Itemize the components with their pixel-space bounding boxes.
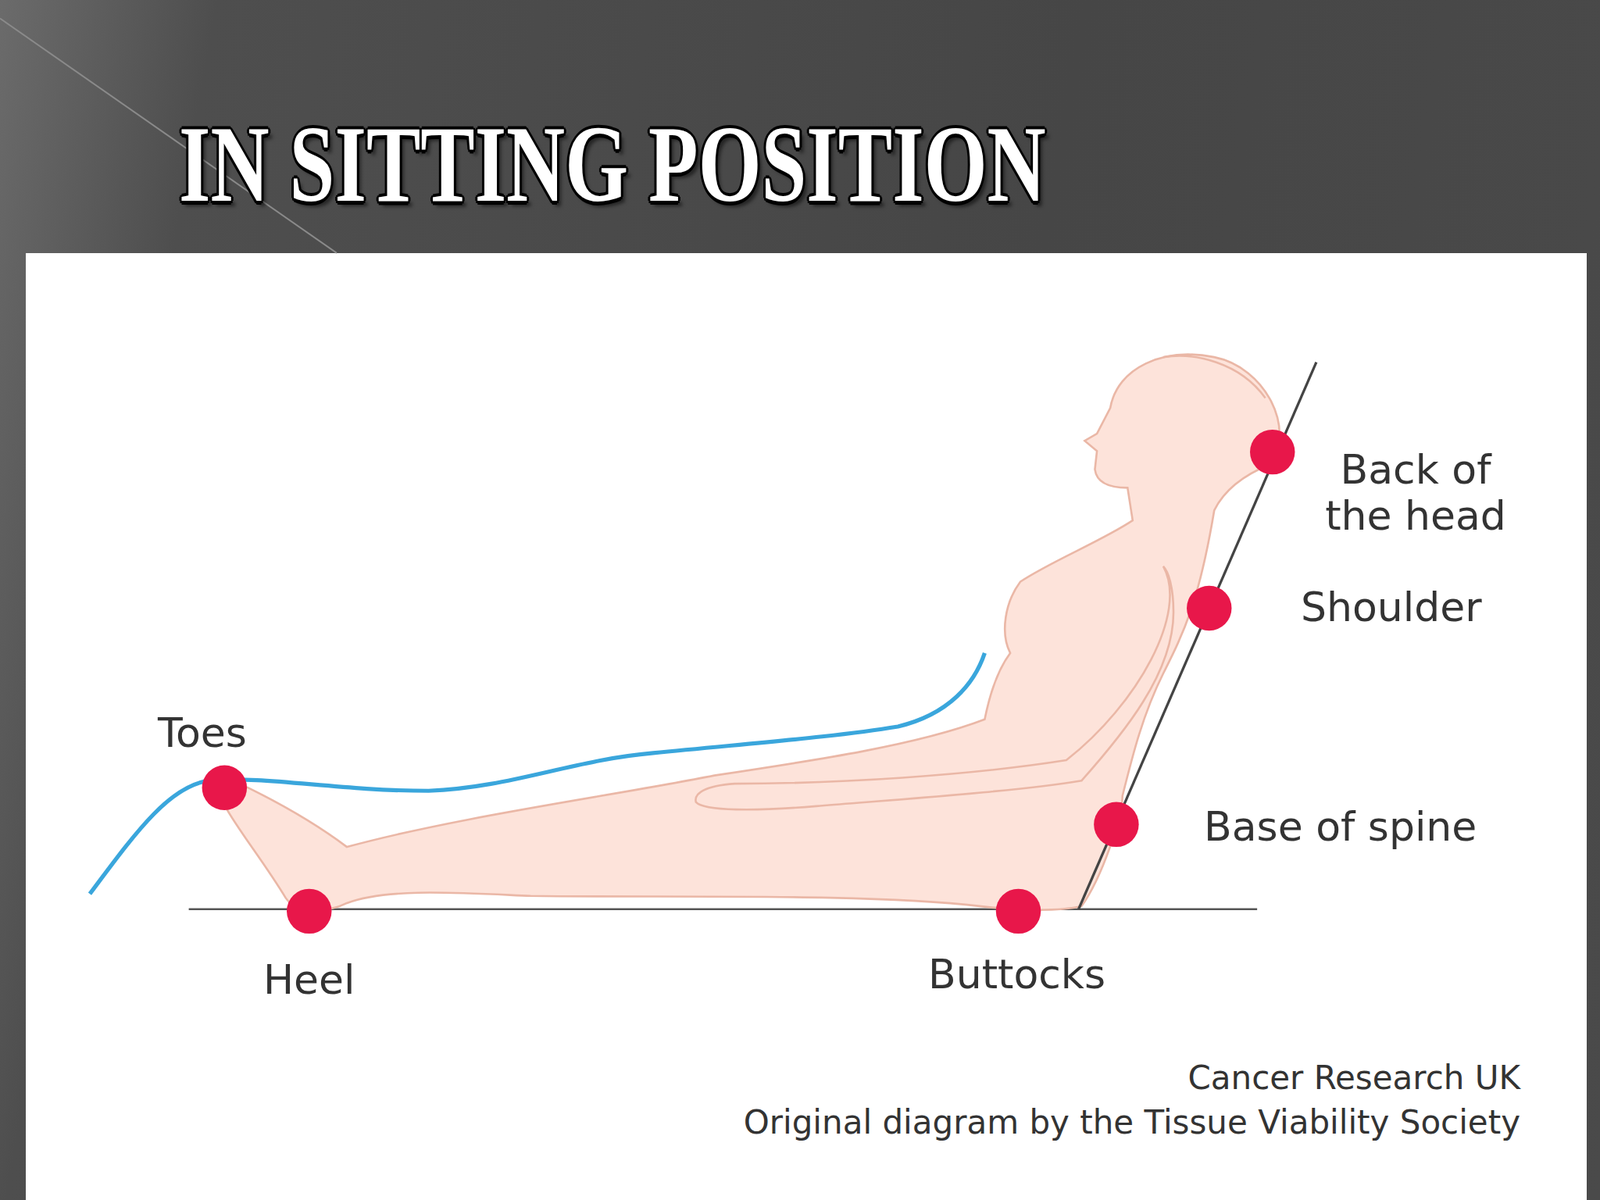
pressure-dot (1093, 802, 1139, 847)
body-part-label: Shoulder (1300, 583, 1483, 631)
floor-line (189, 907, 1258, 911)
body-part-label: Buttocks (928, 950, 1106, 998)
pressure-dot (202, 765, 247, 811)
pressure-dot (1250, 429, 1295, 475)
pressure-points (202, 429, 1296, 934)
body-part-label: Toes (157, 709, 247, 757)
slide-title: IN SITTING POSITION (178, 109, 1047, 219)
blanket-line (89, 653, 985, 894)
body-shape (217, 354, 1280, 911)
pressure-dot (1186, 585, 1232, 631)
hair-line (1163, 356, 1266, 399)
body-part-label: Back of the head (1306, 446, 1525, 540)
pressure-dot (286, 889, 332, 934)
arm-shape (695, 566, 1174, 810)
body-part-label: Heel (263, 956, 356, 1004)
body-part-label: Base of spine (1203, 803, 1477, 850)
pressure-dot (996, 889, 1041, 934)
credit-note: Original diagram by the Tissue Viability… (743, 1103, 1521, 1143)
white-panel (25, 253, 1587, 1200)
credit-note: Cancer Research UK (1187, 1058, 1521, 1098)
